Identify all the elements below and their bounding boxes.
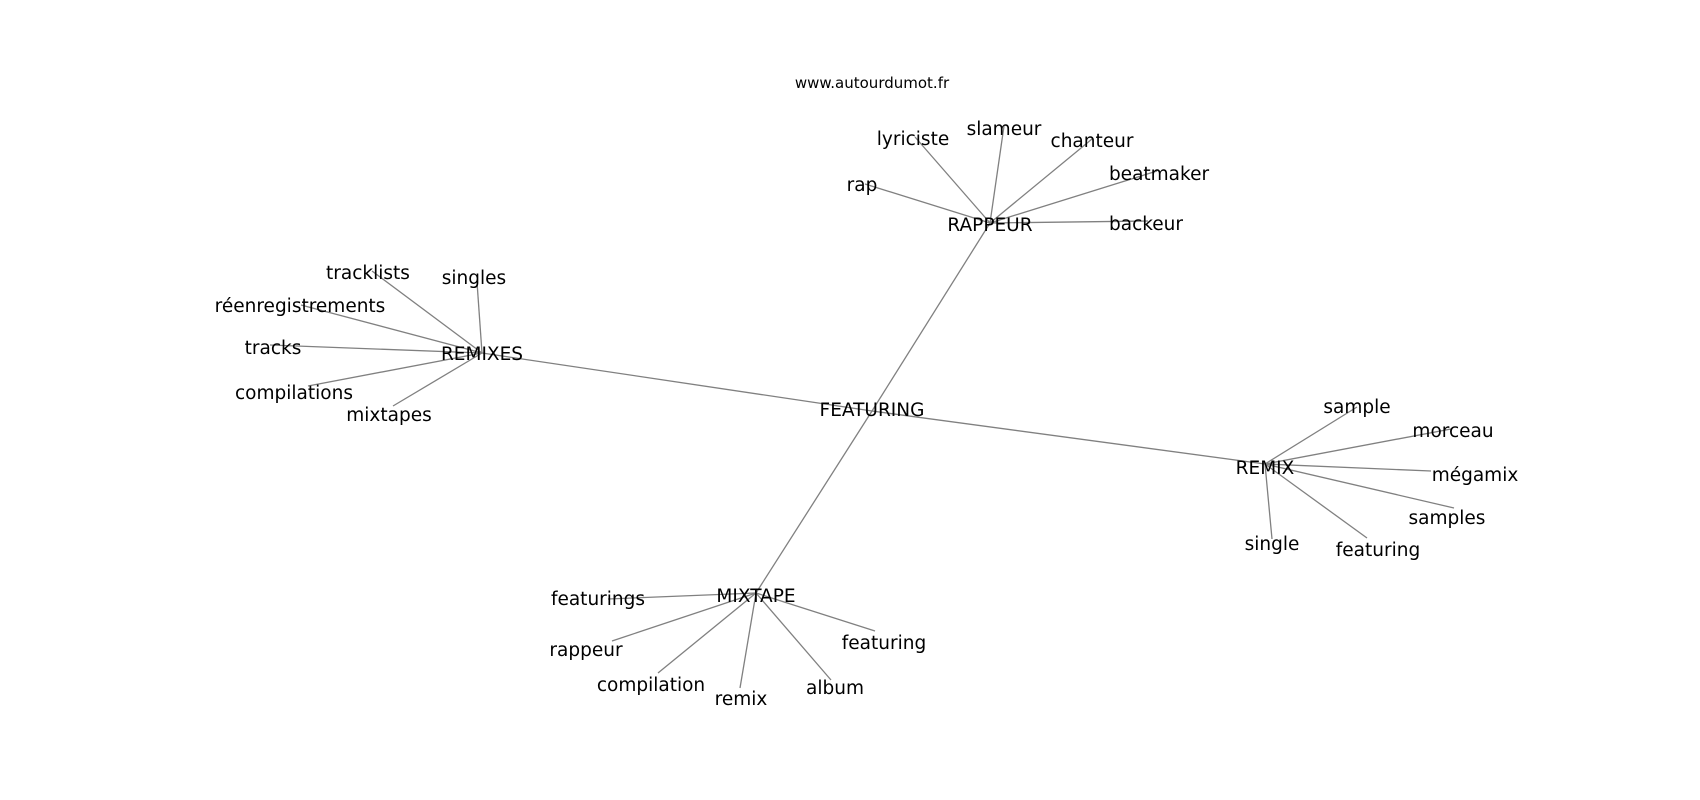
edge-remixes-0 (371, 270, 483, 354)
word-node-label: featuring (1336, 540, 1420, 561)
word-node-label: mixtapes (346, 405, 431, 426)
word-node-label: tracks (245, 338, 302, 359)
edge-center-rappeur (871, 222, 991, 412)
edge-mixtape-5 (755, 592, 876, 632)
word-node-label: album (806, 678, 864, 699)
word-node-label: beatmaker (1109, 164, 1210, 185)
edge-rappeur-2 (989, 125, 1005, 224)
word-node-label: samples (1409, 508, 1486, 529)
word-node-label: single (1245, 534, 1300, 555)
edge-rappeur-1 (914, 136, 991, 224)
edge-mixtape-0 (607, 592, 757, 600)
edge-remixes-4 (307, 352, 483, 387)
word-node-label: lyriciste (877, 129, 949, 150)
word-node-label: rappeur (549, 640, 623, 661)
hub-node-label: REMIX (1236, 458, 1295, 479)
source-watermark: www.autourdumot.fr (795, 74, 950, 92)
hub-node-label: MIXTAPE (716, 586, 795, 607)
hub-node-label: REMIXES (441, 344, 523, 365)
graph-edges (269, 125, 1455, 689)
word-node-label: morceau (1412, 421, 1493, 442)
word-node-label: mégamix (1432, 465, 1519, 486)
word-node-label: compilation (597, 675, 705, 696)
center-node-label: FEATURING (820, 400, 925, 421)
edge-remixes-1 (476, 281, 483, 354)
edge-mixtape-2 (657, 592, 757, 674)
word-node-label: featurings (551, 589, 645, 610)
word-node-label: backeur (1109, 214, 1183, 235)
edge-rappeur-3 (989, 138, 1093, 224)
word-node-label: chanteur (1051, 131, 1134, 152)
edge-mixtape-1 (611, 592, 757, 642)
word-node-label: compilations (235, 383, 353, 404)
edge-remixes-2 (300, 304, 483, 354)
edge-rappeur-5 (989, 220, 1149, 224)
hub-node-label: RAPPEUR (947, 215, 1032, 236)
edge-remix-0 (1264, 406, 1358, 465)
edge-center-mixtape (755, 410, 873, 594)
edge-remix-2 (1264, 463, 1432, 472)
edge-center-remixes (481, 352, 873, 412)
edge-rappeur-0 (864, 183, 991, 224)
word-node-label: singles (442, 268, 506, 289)
edge-remix-3 (1264, 463, 1455, 509)
word-node-label: réenregistrements (215, 296, 386, 317)
word-node-label: rap (847, 175, 878, 196)
word-node-label: remix (715, 689, 768, 710)
edge-remix-1 (1264, 428, 1452, 465)
edge-remixes-3 (269, 344, 483, 354)
edge-rappeur-4 (989, 170, 1158, 224)
edge-remix-5 (1264, 463, 1273, 540)
graph-labels: FEATURING RAPPEUR rap lyriciste slameur chant… (215, 119, 1519, 710)
edge-remix-4 (1264, 463, 1368, 539)
edge-remixes-5 (392, 352, 483, 407)
edge-mixtape-3 (739, 592, 757, 689)
edge-mixtape-4 (755, 592, 832, 681)
edge-center-remix (871, 410, 1266, 465)
word-node-label: tracklists (326, 263, 410, 284)
word-node-label: featuring (842, 633, 926, 654)
word-node-label: sample (1323, 397, 1390, 418)
word-node-label: slameur (967, 119, 1042, 140)
